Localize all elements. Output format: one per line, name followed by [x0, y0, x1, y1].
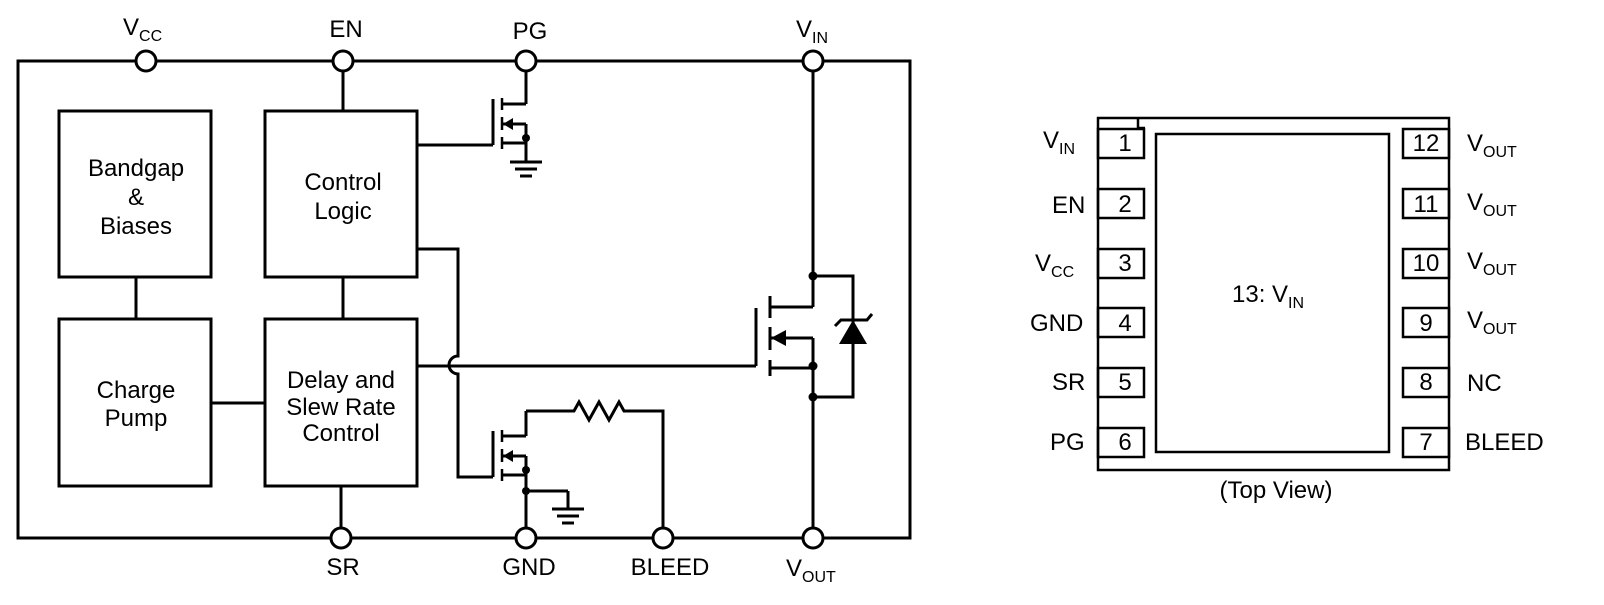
svg-text:SR: SR: [1052, 369, 1085, 396]
package-pin-11: 11 VOUT: [1401, 187, 1517, 220]
pin-pg-label: PG: [513, 18, 548, 45]
package-pin-4: 4 GND: [1030, 306, 1146, 339]
svg-text:6: 6: [1118, 429, 1131, 456]
svg-text:8: 8: [1419, 369, 1432, 396]
svg-text:11: 11: [1414, 191, 1439, 218]
svg-text:9: 9: [1419, 310, 1432, 337]
bandgap-line-1: Bandgap: [88, 155, 184, 182]
package-pin-12: 12 VOUT: [1401, 127, 1517, 161]
svg-text:VOUT: VOUT: [1467, 130, 1517, 161]
block-charge-pump: Charge Pump: [57, 317, 213, 488]
svg-text:2: 2: [1118, 191, 1131, 218]
delay-slew-line-2: Slew Rate: [286, 394, 395, 421]
svg-text:GND: GND: [1030, 310, 1083, 337]
charge-pump-line-1: Charge: [97, 377, 176, 404]
pin-sr-bottom: SR: [326, 526, 360, 581]
svg-text:VCC: VCC: [1035, 250, 1074, 281]
main-power-mosfet: [754, 61, 818, 538]
body-diode: [813, 274, 874, 399]
package-pin-8: 8 NC: [1401, 366, 1502, 399]
pin-gnd-label: GND: [502, 554, 555, 581]
svg-text:VOUT: VOUT: [1467, 248, 1517, 279]
block-delay-slew: Delay and Slew Rate Control: [263, 317, 419, 488]
package-body: [1096, 116, 1451, 472]
pin-vout-sub: OUT: [802, 569, 836, 586]
bleed-resistor: [526, 398, 665, 538]
svg-text:VIN: VIN: [1043, 127, 1075, 158]
pin-vin-top: VIN: [796, 16, 828, 73]
svg-text:VIN: VIN: [796, 16, 828, 47]
pin-bleed-bottom: BLEED: [631, 526, 710, 581]
thermal-pad-label: 13: V: [1232, 281, 1288, 308]
thermal-pad: [1154, 132, 1391, 454]
svg-text:12: 12: [1413, 130, 1440, 157]
svg-text:1: 1: [1118, 130, 1131, 157]
pin-vcc-top: VCC: [123, 14, 162, 73]
package-left-pins: 1 VIN 2 EN 3 VCC 4 GND 5 SR: [1030, 127, 1146, 459]
delay-slew-line-3: Control: [302, 420, 379, 447]
pin-vcc-sub: CC: [139, 28, 162, 45]
pin-en-top: EN: [329, 16, 363, 73]
pin-vout-label: V: [786, 555, 802, 582]
bandgap-line-3: Biases: [100, 213, 172, 240]
package-pin-1: 1 VIN: [1043, 127, 1146, 160]
package-pin-2: 2 EN: [1052, 187, 1146, 220]
package-pin-7: 7 BLEED: [1401, 426, 1544, 459]
bandgap-line-2: &: [128, 184, 144, 211]
pin-sr-label: SR: [326, 554, 359, 581]
package-pin-3: 3 VCC: [1035, 247, 1146, 281]
svg-text:BLEED: BLEED: [1465, 429, 1544, 456]
svg-text:EN: EN: [1052, 192, 1085, 219]
svg-text:PG: PG: [1050, 429, 1085, 456]
pin-en-label: EN: [329, 16, 362, 43]
svg-text:13: VIN: 13: VIN: [1232, 281, 1304, 312]
svg-text:10: 10: [1413, 250, 1440, 277]
ground-symbol-bottom: [552, 507, 584, 525]
svg-text:3: 3: [1118, 250, 1131, 277]
svg-text:VOUT: VOUT: [1467, 189, 1517, 220]
svg-text:5: 5: [1118, 369, 1131, 396]
block-diagram: Bandgap & Biases Control Logic Charge Pu…: [16, 14, 912, 586]
bleed-nmos-transistor: [491, 411, 570, 538]
device-boundary: [16, 59, 912, 540]
svg-text:7: 7: [1419, 429, 1432, 456]
svg-text:VOUT: VOUT: [786, 555, 836, 586]
svg-text:4: 4: [1118, 310, 1131, 337]
control-logic-line-1: Control: [304, 169, 381, 196]
package-pin-6: 6 PG: [1050, 426, 1146, 459]
charge-pump-line-2: Pump: [105, 405, 168, 432]
top-view-label: (Top View): [1220, 477, 1333, 504]
package-right-pins: 12 VOUT 11 VOUT 10 VOUT 9 VOUT 8 NC: [1401, 127, 1544, 459]
block-bandgap: Bandgap & Biases: [57, 109, 213, 279]
svg-text:VOUT: VOUT: [1467, 307, 1517, 338]
ground-symbol-top: [510, 160, 542, 178]
svg-text:NC: NC: [1467, 370, 1502, 397]
pg-nmos-transistor: [491, 61, 530, 162]
package-pin-10: 10 VOUT: [1401, 247, 1517, 280]
thermal-pad-sub: IN: [1288, 295, 1304, 312]
pin-pg-top: PG: [513, 18, 548, 73]
package-pin-5: 5 SR: [1052, 366, 1146, 399]
package-pinout: 13: VIN (Top View) 1 VIN 2 EN 3 VCC 4: [1030, 116, 1544, 504]
pin-vout-bottom: VOUT: [786, 526, 836, 586]
pin-vin-sub: IN: [812, 30, 828, 47]
delay-slew-line-1: Delay and: [287, 367, 395, 394]
pin-vcc-label: V: [123, 14, 139, 41]
pin-gnd-bottom: GND: [502, 526, 556, 581]
pin-bleed-label: BLEED: [631, 554, 710, 581]
svg-text:VCC: VCC: [123, 14, 162, 45]
package-pin-9: 9 VOUT: [1401, 306, 1517, 339]
control-logic-line-2: Logic: [314, 198, 371, 225]
pin-vin-label: V: [796, 16, 812, 43]
block-control-logic: Control Logic: [263, 109, 419, 279]
